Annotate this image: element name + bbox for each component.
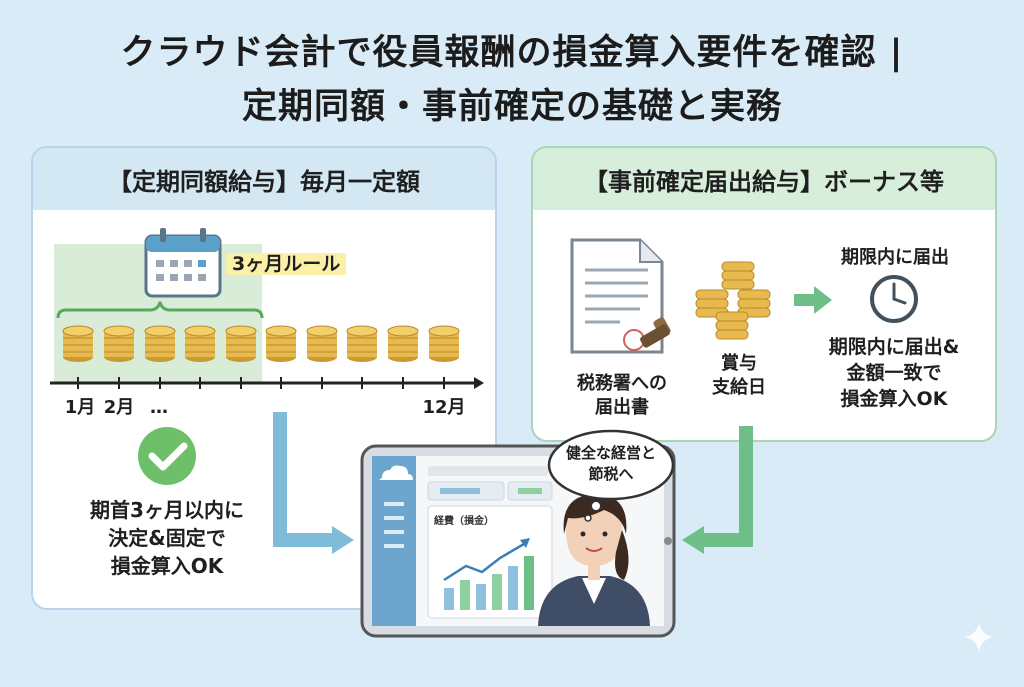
thought-bubble [547, 429, 675, 522]
stamp-icon [623, 317, 671, 351]
advance-notice-result-line-2: 金額一致で [846, 362, 942, 384]
page-title-line-1: クラウド会計で役員報酬の損金算入要件を確認 | [120, 33, 904, 73]
blue-flow-arrow [273, 412, 335, 547]
calendar-icon [144, 228, 222, 298]
fixed-monthly-result-line-2: 決定&固定で [108, 526, 226, 550]
tax-document-label-line-2: 届出書 [595, 397, 649, 418]
tax-document-icon [570, 238, 664, 354]
three-month-rule-label: 3ヶ月ルール [226, 252, 366, 276]
tax-document-label-line-1: 税務署への [577, 373, 667, 394]
month-label-ellipsis: … [150, 397, 168, 418]
thought-bubble-line-2: 節税へ [588, 465, 634, 483]
clock-icon [870, 275, 918, 323]
advance-notice-result-text: 期限内に届出& 金額一致で 損金算入OK [806, 334, 982, 412]
check-icon [138, 427, 196, 485]
bonus-payday-label: 賞与 支給日 [694, 352, 784, 400]
app-sidebar [372, 456, 416, 626]
tax-document-label: 税務署への 届出書 [552, 372, 692, 420]
green-flow-arrow [700, 426, 753, 547]
thought-bubble-line-1: 健全な経営と [565, 444, 656, 462]
month-label-february: 2月 [103, 397, 135, 418]
page-title-line-2: 定期同額・事前確定の基礎と実務 [241, 87, 782, 127]
bonus-payday-label-line-2: 支給日 [712, 377, 766, 398]
month-label-december: 12月 [422, 397, 466, 418]
cloud-icon [379, 465, 413, 480]
month-label-january: 1月 [64, 397, 96, 418]
advance-notice-result-line-3: 損金算入OK [840, 388, 948, 410]
bonus-coin-stacks [695, 261, 771, 340]
fixed-monthly-result-line-1: 期首3ヶ月以内に [90, 498, 244, 522]
fixed-monthly-result-line-3: 損金算入OK [110, 554, 224, 578]
businesswoman-avatar [538, 494, 650, 626]
expense-chart-label: 経費（損金） [434, 516, 494, 527]
green-right-arrow [794, 286, 832, 314]
three-month-brace [56, 301, 264, 319]
bonus-payday-label-line-1: 賞与 [721, 353, 757, 374]
advance-notice-panel-header: 【事前確定届出給与】ボーナス等 [533, 148, 995, 210]
sparkle-icon [964, 622, 994, 652]
fixed-monthly-result-text: 期首3ヶ月以内に 決定&固定で 損金算入OK [60, 496, 274, 580]
deadline-label: 期限内に届出 [841, 247, 949, 268]
fixed-monthly-panel-header: 【定期同額給与】毎月一定額 [33, 148, 495, 210]
advance-notice-result-line-1: 期限内に届出& [828, 336, 960, 358]
thought-bubble-text: 健全な経営と 節税へ [556, 443, 666, 485]
timeline-axis [50, 377, 484, 389]
